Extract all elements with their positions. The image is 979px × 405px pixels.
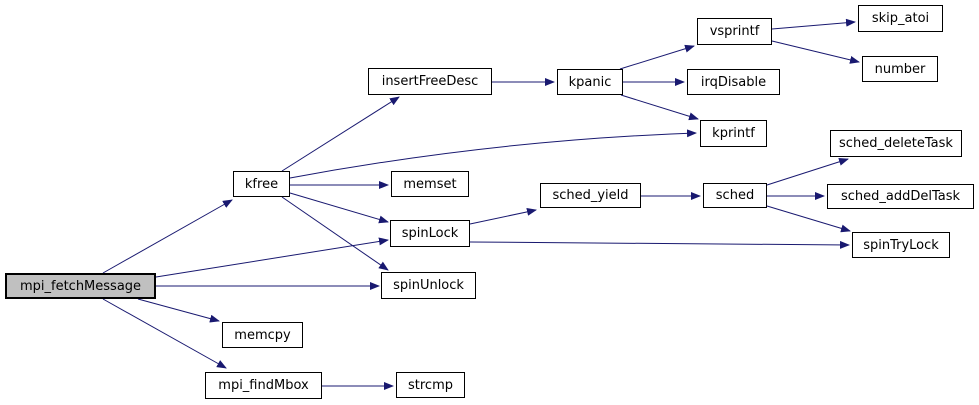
node-mpi_fetchMessage: mpi_fetchMessage [5,273,156,299]
edge-mpi_fetchMessage-to-spinLock [155,237,389,278]
edge-kfree-to-kprintf [289,129,697,179]
node-kprintf[interactable]: kprintf [700,120,767,147]
edge-sched-to-sched_deleteTask [766,157,849,186]
edge-spinLock-to-spinTryLock [469,240,850,249]
node-kpanic[interactable]: kpanic [557,69,623,95]
edge-kfree-to-spinUnlock [281,196,389,271]
node-sched[interactable]: sched [703,183,767,208]
edge-kfree-to-spinLock [289,192,389,224]
node-spinUnlock[interactable]: spinUnlock [381,272,476,299]
node-mpi_findMbox[interactable]: mpi_findMbox [205,372,322,399]
edges-group [102,18,860,390]
edge-vsprintf-to-number [771,40,860,64]
edge-mpi_fetchMessage-to-mpi_findMbox [102,298,227,369]
edge-sched-to-spinTryLock [766,205,851,233]
node-insertFreeDesc[interactable]: insertFreeDesc [368,68,492,95]
edge-spinLock-to-sched_yield [469,207,537,225]
edge-mpi_fetchMessage-to-kfree [102,199,233,274]
node-memset[interactable]: memset [391,171,469,197]
node-sched_deleteTask[interactable]: sched_deleteTask [830,130,962,157]
node-irqDisable[interactable]: irqDisable [687,69,780,95]
node-sched_yield[interactable]: sched_yield [540,183,641,208]
node-spinLock[interactable]: spinLock [390,220,470,247]
node-vsprintf[interactable]: vsprintf [697,18,772,45]
edge-vsprintf-to-skip_atoi [771,18,856,30]
edge-kfree-to-insertFreeDesc [281,96,400,172]
node-memcpy[interactable]: memcpy [222,322,303,348]
edge-kpanic-to-vsprintf [619,44,695,70]
node-skip_atoi[interactable]: skip_atoi [858,5,943,32]
node-sched_addDelTask[interactable]: sched_addDelTask [827,184,974,209]
node-number[interactable]: number [862,56,938,82]
node-spinTryLock[interactable]: spinTryLock [852,232,950,258]
node-strcmp[interactable]: strcmp [396,372,465,398]
node-kfree[interactable]: kfree [233,171,290,197]
edge-kpanic-to-kprintf [620,94,699,121]
edge-mpi_fetchMessage-to-memcpy [137,298,220,323]
